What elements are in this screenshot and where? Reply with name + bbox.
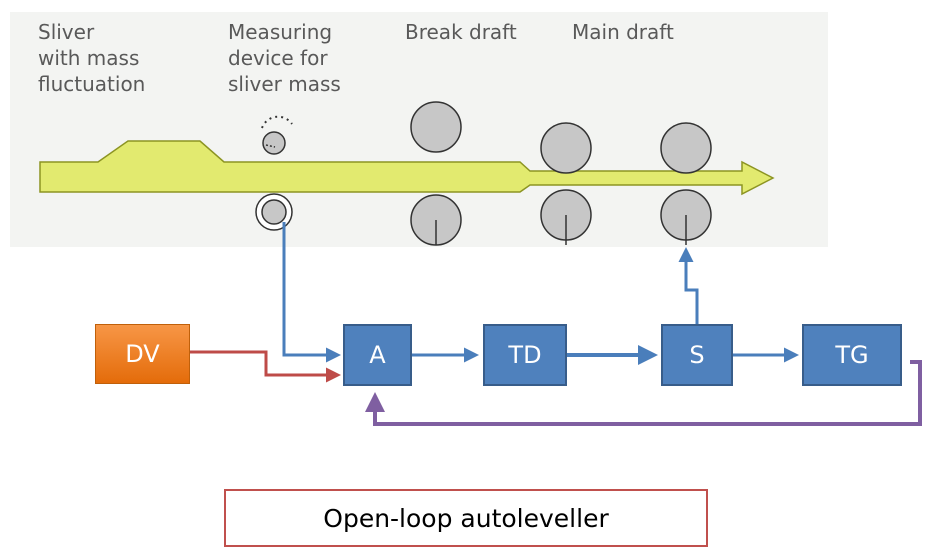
dv-block: DV [95, 324, 190, 384]
break-draft-rollers [410, 101, 462, 246]
measure-to-a-arrow [282, 222, 341, 363]
break-draft-label: Break draft [405, 20, 517, 44]
a-block: A [343, 324, 412, 386]
main-draft-rollers-2 [660, 122, 712, 245]
main-draft-rollers-1 [540, 122, 592, 245]
s-to-roller-arrow [678, 247, 699, 327]
sliver-label: Sliver with mass fluctuation [38, 20, 146, 96]
s-block: S [661, 324, 733, 386]
main-draft-label: Main draft [572, 20, 674, 44]
dv-to-a-arrow [190, 350, 341, 383]
td-block: TD [483, 324, 567, 386]
measuring-device-label: Measuring device for sliver mass [228, 20, 341, 96]
measuring-device [255, 115, 293, 231]
tg-block: TG [802, 324, 902, 386]
tg-feedback-arrow [365, 360, 922, 426]
diagram-caption: Open-loop autoleveller [224, 489, 708, 547]
sliver-band [39, 140, 775, 196]
